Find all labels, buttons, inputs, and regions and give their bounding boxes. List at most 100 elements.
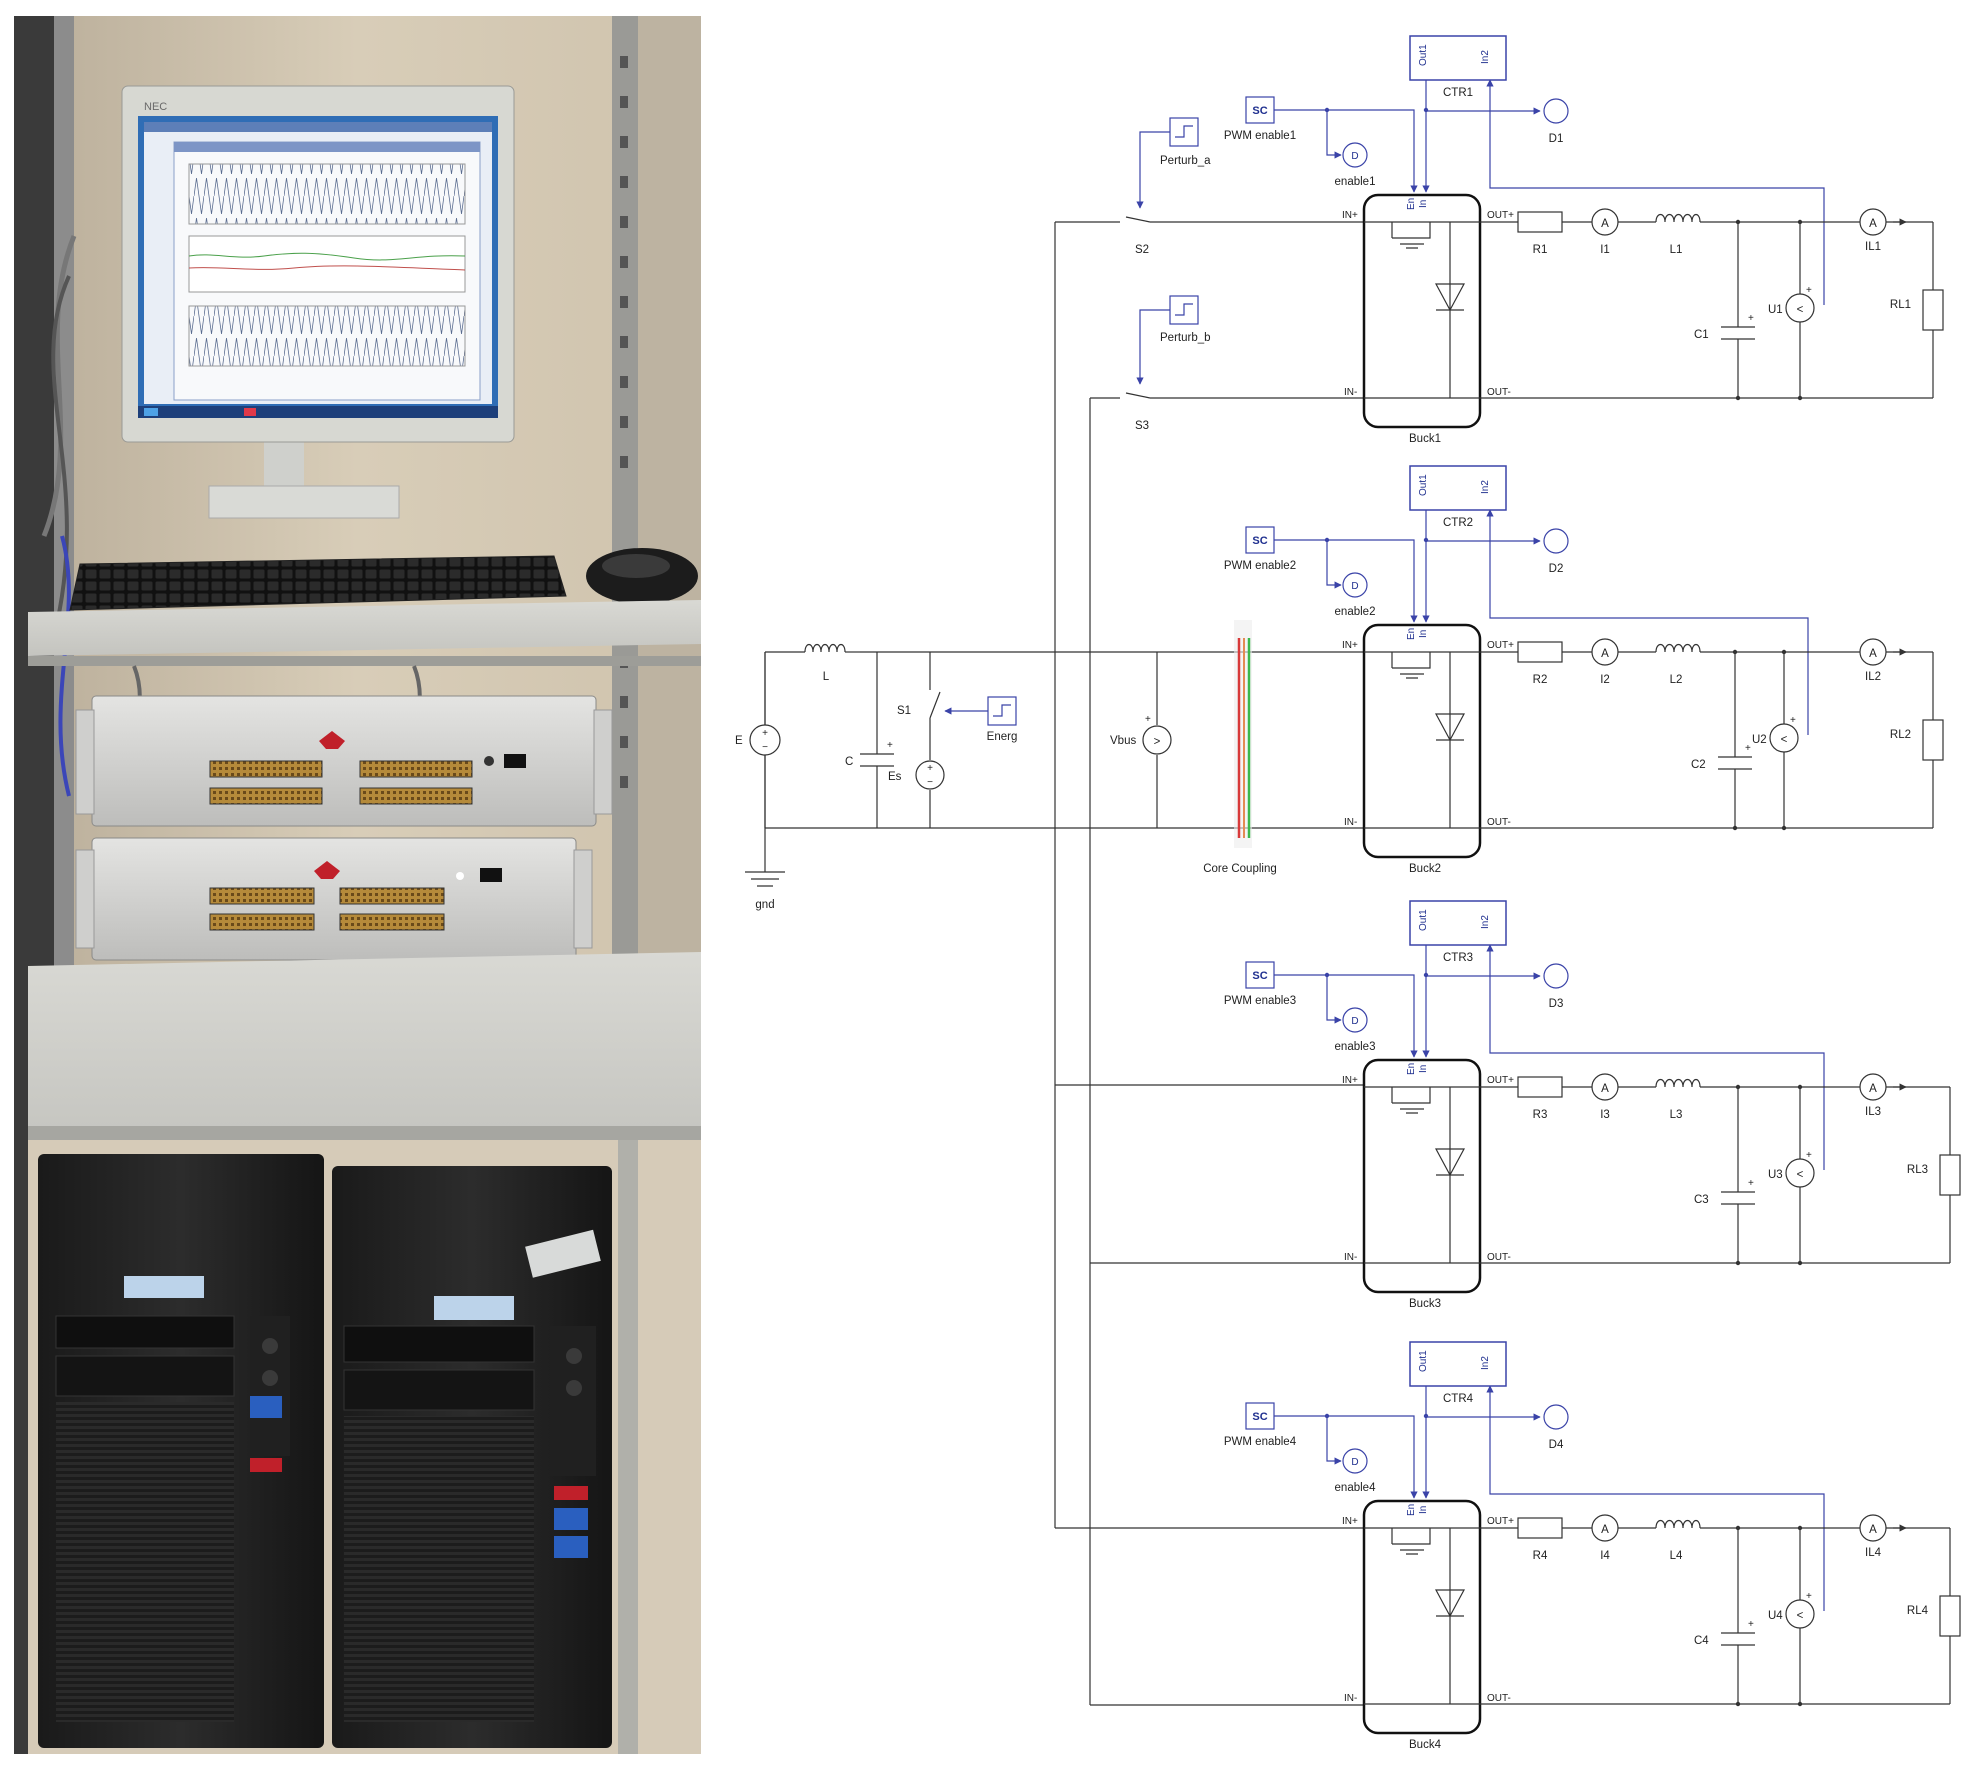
freewheel-diode [1434, 1589, 1466, 1618]
label-perturb-b: Perturb_b [1160, 332, 1211, 344]
ammeter-IL3 [1859, 1073, 1887, 1101]
ctr-port-out1: Out1 [1418, 909, 1429, 931]
buck-label: Buck3 [1409, 1298, 1441, 1310]
voltmeter-plus: + [1790, 715, 1796, 726]
svg-text:+: + [1145, 714, 1151, 725]
label-core-coupling: Core Coupling [1203, 863, 1277, 875]
ctr-label: CTR2 [1443, 517, 1473, 529]
load-resistor-RL4 [1939, 1595, 1961, 1637]
pwm-enable-label: PWM enable3 [1224, 995, 1296, 1007]
ammeter-glyph: A [1869, 1083, 1877, 1095]
lab-photo-svg: NEC [14, 16, 701, 1754]
resistor-label: R4 [1533, 1550, 1548, 1562]
shelf-middle [28, 952, 701, 1148]
buck-label: Buck2 [1409, 863, 1441, 875]
voltmeter-U2 [1769, 723, 1799, 753]
ammeter-label: I4 [1600, 1550, 1610, 1562]
voltmeter-plus: + [1806, 1591, 1812, 1602]
ctr-block-3 [1409, 900, 1507, 946]
buck-block-1 [1362, 193, 1482, 429]
source-section: + − E gnd L + C S1 + − Es Energ > + Vbus [735, 620, 1364, 911]
port-out-neg: OUT- [1487, 817, 1511, 828]
resistor-R4 [1517, 1517, 1563, 1539]
label-C: C [845, 756, 853, 768]
voltmeter-plus: + [1806, 1150, 1812, 1161]
ctr-port-in2: In2 [1480, 1356, 1491, 1370]
svg-text:−: − [762, 742, 768, 753]
display-scope-3 [1543, 963, 1569, 989]
port-in: In [1418, 1065, 1429, 1073]
capacitor-C4 [1721, 1528, 1755, 1704]
display-label: D3 [1549, 998, 1564, 1010]
ammeter-I3 [1591, 1073, 1619, 1101]
port-in-pos: IN+ [1342, 1516, 1358, 1527]
enable-scope-4 [1342, 1448, 1368, 1474]
ammeter-glyph: A [1869, 1524, 1877, 1536]
ammeter-glyph: A [1869, 218, 1877, 230]
svg-text:−: − [927, 777, 933, 788]
resistor-label: R1 [1533, 244, 1548, 256]
label-Es: Es [888, 771, 902, 783]
lab-photo: NEC [14, 16, 701, 1754]
port-in-neg: IN- [1344, 1252, 1357, 1263]
ammeter-glyph: A [1601, 648, 1609, 660]
ammeter-glyph: A [1601, 1524, 1609, 1536]
display-scope-4 [1543, 1404, 1569, 1430]
ctr-label: CTR4 [1443, 1393, 1474, 1405]
port-out-neg: OUT- [1487, 1693, 1511, 1704]
svg-text:+: + [762, 728, 768, 739]
capacitor-C [860, 652, 894, 828]
label-L: L [823, 671, 830, 683]
sc-block-3 [1245, 961, 1275, 989]
port-out-pos: OUT+ [1487, 1516, 1514, 1527]
inductor-L1 [1655, 213, 1701, 223]
enable-scope-glyph: D [1351, 1016, 1358, 1027]
ammeter-out-label: IL4 [1865, 1547, 1882, 1559]
resistor-label: R3 [1533, 1109, 1548, 1121]
ctr-block-2 [1409, 465, 1507, 511]
label-vbus: Vbus [1110, 735, 1136, 747]
voltmeter-glyph: < [1797, 304, 1804, 316]
capacitor-C1 [1721, 222, 1755, 398]
capacitor-label: C3 [1694, 1194, 1709, 1206]
label-S2: S2 [1135, 244, 1149, 256]
port-en: En [1406, 1504, 1417, 1516]
port-in-neg: IN- [1344, 817, 1357, 828]
inductor-label: L1 [1670, 244, 1683, 256]
port-in: In [1418, 1506, 1429, 1514]
capacitor-plus: + [1748, 1619, 1754, 1630]
buck-block-3 [1362, 1058, 1482, 1294]
pwm-enable-label: PWM enable1 [1224, 130, 1296, 142]
enable-label: enable4 [1335, 1482, 1377, 1494]
svg-text:+: + [927, 763, 933, 774]
buck-label: Buck4 [1409, 1739, 1442, 1751]
voltmeter-glyph: < [1781, 734, 1788, 746]
port-in: In [1418, 630, 1429, 638]
schematic: + − E gnd L + C S1 + − Es Energ > + Vbus [720, 0, 1983, 1763]
inductor-label: L4 [1670, 1550, 1683, 1562]
ammeter-I2 [1591, 638, 1619, 666]
resistor-R1 [1517, 211, 1563, 233]
capacitor-C2 [1718, 652, 1752, 828]
ctr-port-out1: Out1 [1418, 474, 1429, 496]
sc-label: SC [1252, 535, 1267, 547]
sc-block-2 [1245, 526, 1275, 554]
inductor-L4 [1655, 1519, 1701, 1529]
port-in-pos: IN+ [1342, 640, 1358, 651]
resistor-R2 [1517, 641, 1563, 663]
sc-label: SC [1252, 1411, 1267, 1423]
load-resistor-label: RL1 [1890, 299, 1911, 311]
port-in-pos: IN+ [1342, 210, 1358, 221]
label-energ: Energ [987, 731, 1018, 743]
display-label: D2 [1549, 563, 1564, 575]
enable-scope-3 [1342, 1007, 1368, 1033]
port-en: En [1406, 1063, 1417, 1075]
ammeter-out-label: IL3 [1865, 1106, 1881, 1118]
enable-scope-glyph: D [1351, 151, 1358, 162]
ammeter-I4 [1591, 1514, 1619, 1542]
pwm-enable-label: PWM enable2 [1224, 560, 1296, 572]
voltmeter-label: U1 [1768, 304, 1783, 316]
buck-label: Buck1 [1409, 433, 1441, 445]
inductor-label: L3 [1670, 1109, 1683, 1121]
